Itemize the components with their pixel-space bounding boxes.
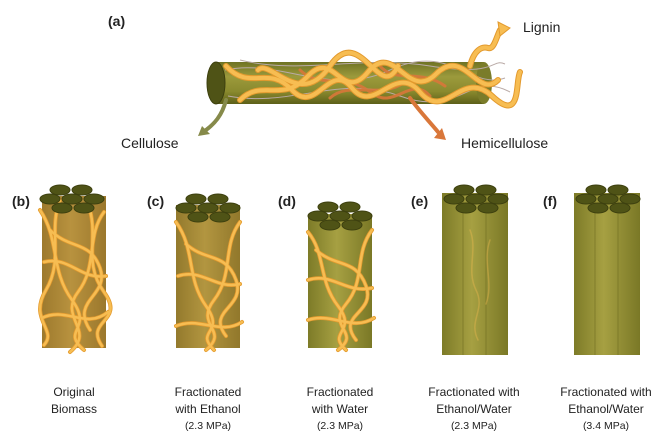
- panel-c-caption-line3: (2.3 MPa): [185, 420, 231, 432]
- panel-e-caption-line2: Ethanol/Water: [436, 402, 512, 416]
- cellulose-arrow: [198, 100, 226, 136]
- panel-b-caption-line1: Original: [53, 385, 94, 399]
- panel-b-caption-line2: Biomass: [51, 402, 97, 416]
- panel-c: (c): [147, 193, 242, 432]
- panel-e-caption-line1: Fractionated with: [428, 385, 519, 399]
- panel-c-label: (c): [147, 193, 164, 209]
- panel-b-label: (b): [12, 193, 30, 209]
- panel-f-caption-line1: Fractionated with: [560, 385, 651, 399]
- panel-a: (a): [108, 13, 560, 151]
- rod-end-left: [207, 62, 225, 104]
- panel-d-caption-line1: Fractionated: [307, 385, 374, 399]
- panel-b: (b): [12, 185, 111, 416]
- panel-f-caption-line3: (3.4 MPa): [583, 420, 629, 432]
- panel-f-label: (f): [543, 193, 557, 209]
- panel-d-caption-line2: with Water: [311, 402, 368, 416]
- bundle-panels: (b): [12, 185, 652, 432]
- bundle-c: [176, 194, 242, 350]
- bundle-e: [442, 185, 508, 355]
- lignin-arrow: [470, 22, 510, 66]
- panel-e-caption-line3: (2.3 MPa): [451, 420, 497, 432]
- panel-e: (e): [411, 185, 520, 432]
- panel-c-caption-line1: Fractionated: [175, 385, 242, 399]
- panel-f-caption-line2: Ethanol/Water: [568, 402, 644, 416]
- cellulose-label: Cellulose: [121, 135, 179, 151]
- panel-d: (d): [278, 193, 374, 432]
- bundle-f: [574, 185, 640, 355]
- bundle-b: [40, 185, 111, 352]
- hemicellulose-arrow: [410, 98, 446, 140]
- panel-e-label: (e): [411, 193, 428, 209]
- lignin-label: Lignin: [523, 19, 560, 35]
- panel-d-caption-line3: (2.3 MPa): [317, 420, 363, 432]
- hemicellulose-label: Hemicellulose: [461, 135, 548, 151]
- panel-c-caption-line2: with Ethanol: [174, 402, 240, 416]
- bundle-d: [308, 202, 374, 350]
- panel-a-label: (a): [108, 13, 125, 29]
- panel-f: (f) Fractionated with Ethanol/: [543, 185, 652, 432]
- panel-d-label: (d): [278, 193, 296, 209]
